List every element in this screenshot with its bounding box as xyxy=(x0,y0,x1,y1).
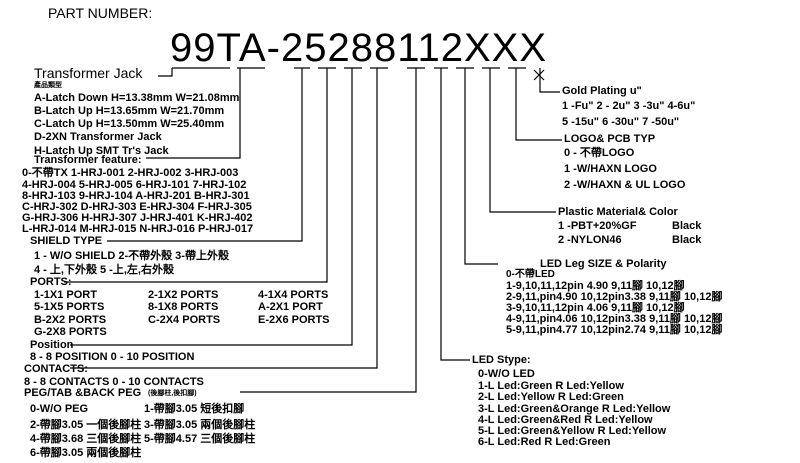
position-row: 8 - 8 POSITION 0 - 10 POSITION xyxy=(30,351,195,363)
plastic-cell: Black xyxy=(672,220,702,232)
jack-item: D-2XN Transformer Jack xyxy=(34,131,162,143)
led-leg-row: 3-9,10,11,12pin 4.06 9,11腳 10,12腳 xyxy=(506,302,685,314)
shield-row: 4 - 上,下外殼 5 -上,左,右外殼 xyxy=(34,264,174,276)
gold-title: Gold Plating u" xyxy=(562,85,642,97)
logo-title: LOGO& PCB TYP xyxy=(564,133,656,145)
peg-cell: 4-帶腳3.68 三個後腳柱 xyxy=(30,433,142,445)
gold-row: 5 -15u" 6 -30u" 7 -50u" xyxy=(562,116,680,128)
ports-cell: C-2X4 PORTS xyxy=(148,314,221,326)
feature-title: Transformer feature: xyxy=(34,154,142,166)
feature-row: G-HRJ-306 H-HRJ-307 J-HRJ-401 K-HRJ-402 xyxy=(22,212,253,224)
feature-row: C-HRJ-302 D-HRJ-303 E-HRJ-304 F-HRJ-305 xyxy=(22,201,252,213)
shield-row: 1 - W/O SHIELD 2-不帶外殼 3-帶上外殼 xyxy=(34,250,229,262)
feature-row: L-HRJ-014 M-HRJ-015 N-HRJ-016 P-HRJ-017 xyxy=(22,223,254,235)
ports-cell: 5-1X5 PORTS xyxy=(34,301,105,313)
position-title: Position xyxy=(30,339,74,351)
logo-row: 2 -W/HAXN & UL LOGO xyxy=(564,179,686,191)
peg-title: PEG/TAB &BACK PEG xyxy=(24,387,142,399)
plastic-cell: 1 -PBT+20%GF xyxy=(558,220,637,232)
peg-cell: 2-帶腳3.05 一個後腳柱 xyxy=(30,419,142,431)
logo-row: 1 -W/HAXN LOGO xyxy=(564,163,657,175)
jack-title: Transformer Jack xyxy=(34,65,143,81)
jack-item: B-Latch Up H=13.65mm W=21.70mm xyxy=(34,105,225,117)
led-type-row: 0-W/O LED xyxy=(478,368,535,380)
led-leg-row: 0-不帶LED xyxy=(506,269,555,280)
plastic-title: Plastic Material& Color xyxy=(558,206,678,218)
jack-subtitle: 產品類型 xyxy=(34,82,62,89)
feature-row: 0-不帶TX 1-HRJ-001 2-HRJ-002 3-HRJ-003 xyxy=(22,167,239,179)
peg-cell: 0-W/O PEG xyxy=(30,403,89,415)
led-type-row: 2-L Led:Yellow R Led:Green xyxy=(478,391,624,403)
jack-item: H-Latch Up SMT Tr's Jack xyxy=(34,145,169,157)
part-number-label: PART NUMBER: xyxy=(48,5,153,21)
peg-cell: 6-帶腳3.05 兩個後腳柱 xyxy=(30,447,142,459)
ports-cell: B-2X2 PORTS xyxy=(34,314,107,326)
ports-cell: G-2X8 PORTS xyxy=(34,326,107,338)
led-leg-row: 2-9,11,pin4.90 10,12pin3.38 9,11腳 10,12腳 xyxy=(506,291,723,303)
led-leg-row: 5-9,11,pin4.77 10,12pin2.74 9,11腳 10,12腳 xyxy=(506,324,723,336)
led-type-row: 1-L Led:Green R Led:Yellow xyxy=(478,380,624,392)
plastic-cell: 2 -NYLON46 xyxy=(558,234,622,246)
led-leg-title: LED Leg SIZE & Polarity xyxy=(540,258,667,270)
contacts-row: 8 - 8 CONTACTS 0 - 10 CONTACTS xyxy=(24,376,204,388)
logo-row: 0 - 不帶LOGO xyxy=(564,147,635,159)
led-type-row: 5-L Led:Green&Yellow R Led:Yellow xyxy=(478,425,667,437)
ports-cell: 1-1X1 PORT xyxy=(34,289,97,301)
plastic-cell: Black xyxy=(672,234,702,246)
led-type-row: 4-L Led:Green&Red R Led:Yellow xyxy=(478,414,653,426)
shield-title: SHIELD TYPE xyxy=(30,235,103,247)
led-type-title: LED Stype: xyxy=(472,354,531,366)
ports-cell: 8-1X8 PORTS xyxy=(148,301,219,313)
gold-row: 1 -Fu" 2 - 2u" 3 -3u" 4-6u" xyxy=(562,100,696,112)
jack-item: A-Latch Down H=13.38mm W=21.08mm xyxy=(34,92,240,104)
contacts-title: CONTACTS: xyxy=(24,363,88,375)
jack-item: C-Latch Up H=13.50mm W=25.40mm xyxy=(34,118,225,130)
feature-row: 8-HRJ-103 9-HRJ-104 A-HRJ-201 B-HRJ-301 xyxy=(22,190,250,202)
peg-cell: 1-帶腳3.05 短後扣腳 xyxy=(144,403,245,415)
led-leg-row: 4-9,11,pin4.06 10,12pin3.38 9,11腳 10,12腳 xyxy=(506,313,723,325)
ports-cell: 2-1X2 PORTS xyxy=(148,289,219,301)
ports-title: PORTS: xyxy=(30,276,72,288)
peg-title-note: (後腳柱,後扣腳) xyxy=(148,390,197,397)
feature-row: 4-HRJ-004 5-HRJ-005 6-HRJ-101 7-HRJ-102 xyxy=(22,179,247,191)
led-type-row: 3-L Led:Green&Orange R Led:Yellow xyxy=(478,403,671,415)
peg-cell: 5-帶腳4.57 三個後腳柱 xyxy=(144,433,256,445)
led-leg-row: 1-9,10,11,12pin 4.90 9,11腳 10,12腳 xyxy=(506,280,685,292)
ports-cell: E-2X6 PORTS xyxy=(258,314,330,326)
led-type-row: 6-L Led:Red R Led:Green xyxy=(478,436,611,448)
ports-cell: A-2X1 PORT xyxy=(258,301,323,313)
part-number-value: 99TA-25288112XXX xyxy=(170,26,547,70)
peg-cell: 3-帶腳3.05 兩個後腳柱 xyxy=(144,419,256,431)
ports-cell: 4-1X4 PORTS xyxy=(258,289,329,301)
